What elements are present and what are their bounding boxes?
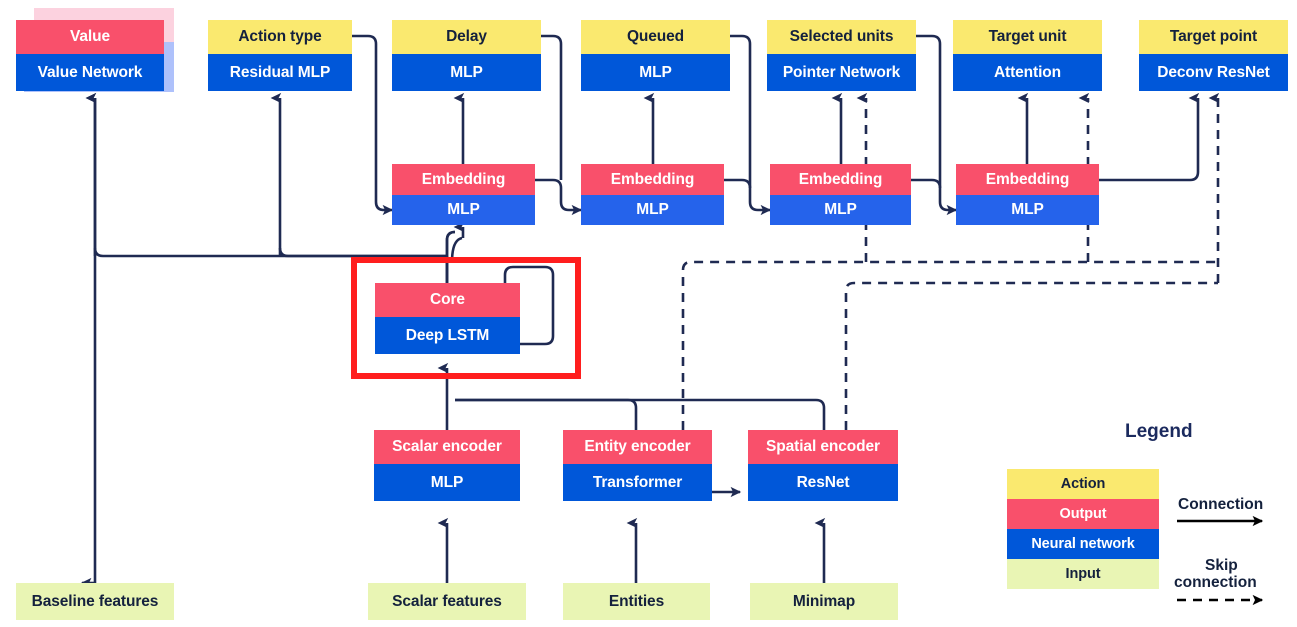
node-embedding-3-bottom-label: MLP: [770, 195, 911, 225]
node-entity-encoder[interactable]: Entity encoder Transformer: [563, 430, 712, 501]
node-embedding-2-bottom-label: MLP: [581, 195, 724, 225]
node-scalar-encoder[interactable]: Scalar encoder MLP: [374, 430, 520, 501]
node-input-entities[interactable]: Entities: [563, 583, 710, 620]
node-value[interactable]: Value Value Network: [16, 20, 164, 91]
node-value-bottom-label: Value Network: [16, 54, 164, 91]
node-scalar-encoder-bottom-label: MLP: [374, 464, 520, 501]
node-input-entities-label: Entities: [563, 583, 710, 620]
node-target-point-top-label: Target point: [1139, 20, 1288, 54]
node-action-type[interactable]: Action type Residual MLP: [208, 20, 352, 91]
legend-skip-label-line2: connection: [1174, 574, 1257, 591]
legend-swatch-output: Output: [1007, 499, 1159, 529]
legend-swatch-input: Input: [1007, 559, 1159, 589]
core-highlight-box: [351, 257, 581, 379]
node-spatial-encoder-bottom-label: ResNet: [748, 464, 898, 501]
node-scalar-encoder-top-label: Scalar encoder: [374, 430, 520, 464]
node-embedding-3[interactable]: Embedding MLP: [770, 164, 911, 225]
node-embedding-2[interactable]: Embedding MLP: [581, 164, 724, 225]
node-core-top-label: Core: [375, 283, 520, 317]
node-embedding-4[interactable]: Embedding MLP: [956, 164, 1099, 225]
node-entity-encoder-top-label: Entity encoder: [563, 430, 712, 464]
legend-swatch-neural-network: Neural network: [1007, 529, 1159, 559]
node-entity-encoder-bottom-label: Transformer: [563, 464, 712, 501]
node-queued-top-label: Queued: [581, 20, 730, 54]
node-selected-units-top-label: Selected units: [767, 20, 916, 54]
node-core-bottom-label: Deep LSTM: [375, 317, 520, 354]
node-target-unit[interactable]: Target unit Attention: [953, 20, 1102, 91]
node-queued[interactable]: Queued MLP: [581, 20, 730, 91]
node-delay-top-label: Delay: [392, 20, 541, 54]
node-action-type-top-label: Action type: [208, 20, 352, 54]
node-input-minimap[interactable]: Minimap: [750, 583, 898, 620]
node-target-unit-bottom-label: Attention: [953, 54, 1102, 91]
node-input-minimap-label: Minimap: [750, 583, 898, 620]
node-input-baseline-features-label: Baseline features: [16, 583, 174, 620]
legend-title: Legend: [1125, 421, 1193, 442]
node-spatial-encoder-top-label: Spatial encoder: [748, 430, 898, 464]
node-embedding-4-bottom-label: MLP: [956, 195, 1099, 225]
node-action-type-bottom-label: Residual MLP: [208, 54, 352, 91]
node-embedding-2-top-label: Embedding: [581, 164, 724, 195]
node-core[interactable]: Core Deep LSTM: [375, 283, 520, 354]
node-queued-bottom-label: MLP: [581, 54, 730, 91]
legend-connection-label: Connection: [1178, 496, 1264, 513]
node-input-scalar-features-label: Scalar features: [368, 583, 526, 620]
node-embedding-1-bottom-label: MLP: [392, 195, 535, 225]
legend-skip-label-line1: Skip: [1205, 557, 1238, 574]
node-target-point-bottom-label: Deconv ResNet: [1139, 54, 1288, 91]
node-embedding-1-top-label: Embedding: [392, 164, 535, 195]
node-embedding-3-top-label: Embedding: [770, 164, 911, 195]
node-delay[interactable]: Delay MLP: [392, 20, 541, 91]
legend-swatch-stack: Action Output Neural network Input: [1007, 469, 1159, 589]
legend-swatch-action: Action: [1007, 469, 1159, 499]
node-target-unit-top-label: Target unit: [953, 20, 1102, 54]
node-delay-bottom-label: MLP: [392, 54, 541, 91]
node-selected-units[interactable]: Selected units Pointer Network: [767, 20, 916, 91]
node-embedding-4-top-label: Embedding: [956, 164, 1099, 195]
node-target-point[interactable]: Target point Deconv ResNet: [1139, 20, 1288, 91]
node-spatial-encoder[interactable]: Spatial encoder ResNet: [748, 430, 898, 501]
node-input-scalar-features[interactable]: Scalar features: [368, 583, 526, 620]
node-embedding-1[interactable]: Embedding MLP: [392, 164, 535, 225]
node-value-top-label: Value: [16, 20, 164, 54]
node-selected-units-bottom-label: Pointer Network: [767, 54, 916, 91]
node-input-baseline-features[interactable]: Baseline features: [16, 583, 174, 620]
